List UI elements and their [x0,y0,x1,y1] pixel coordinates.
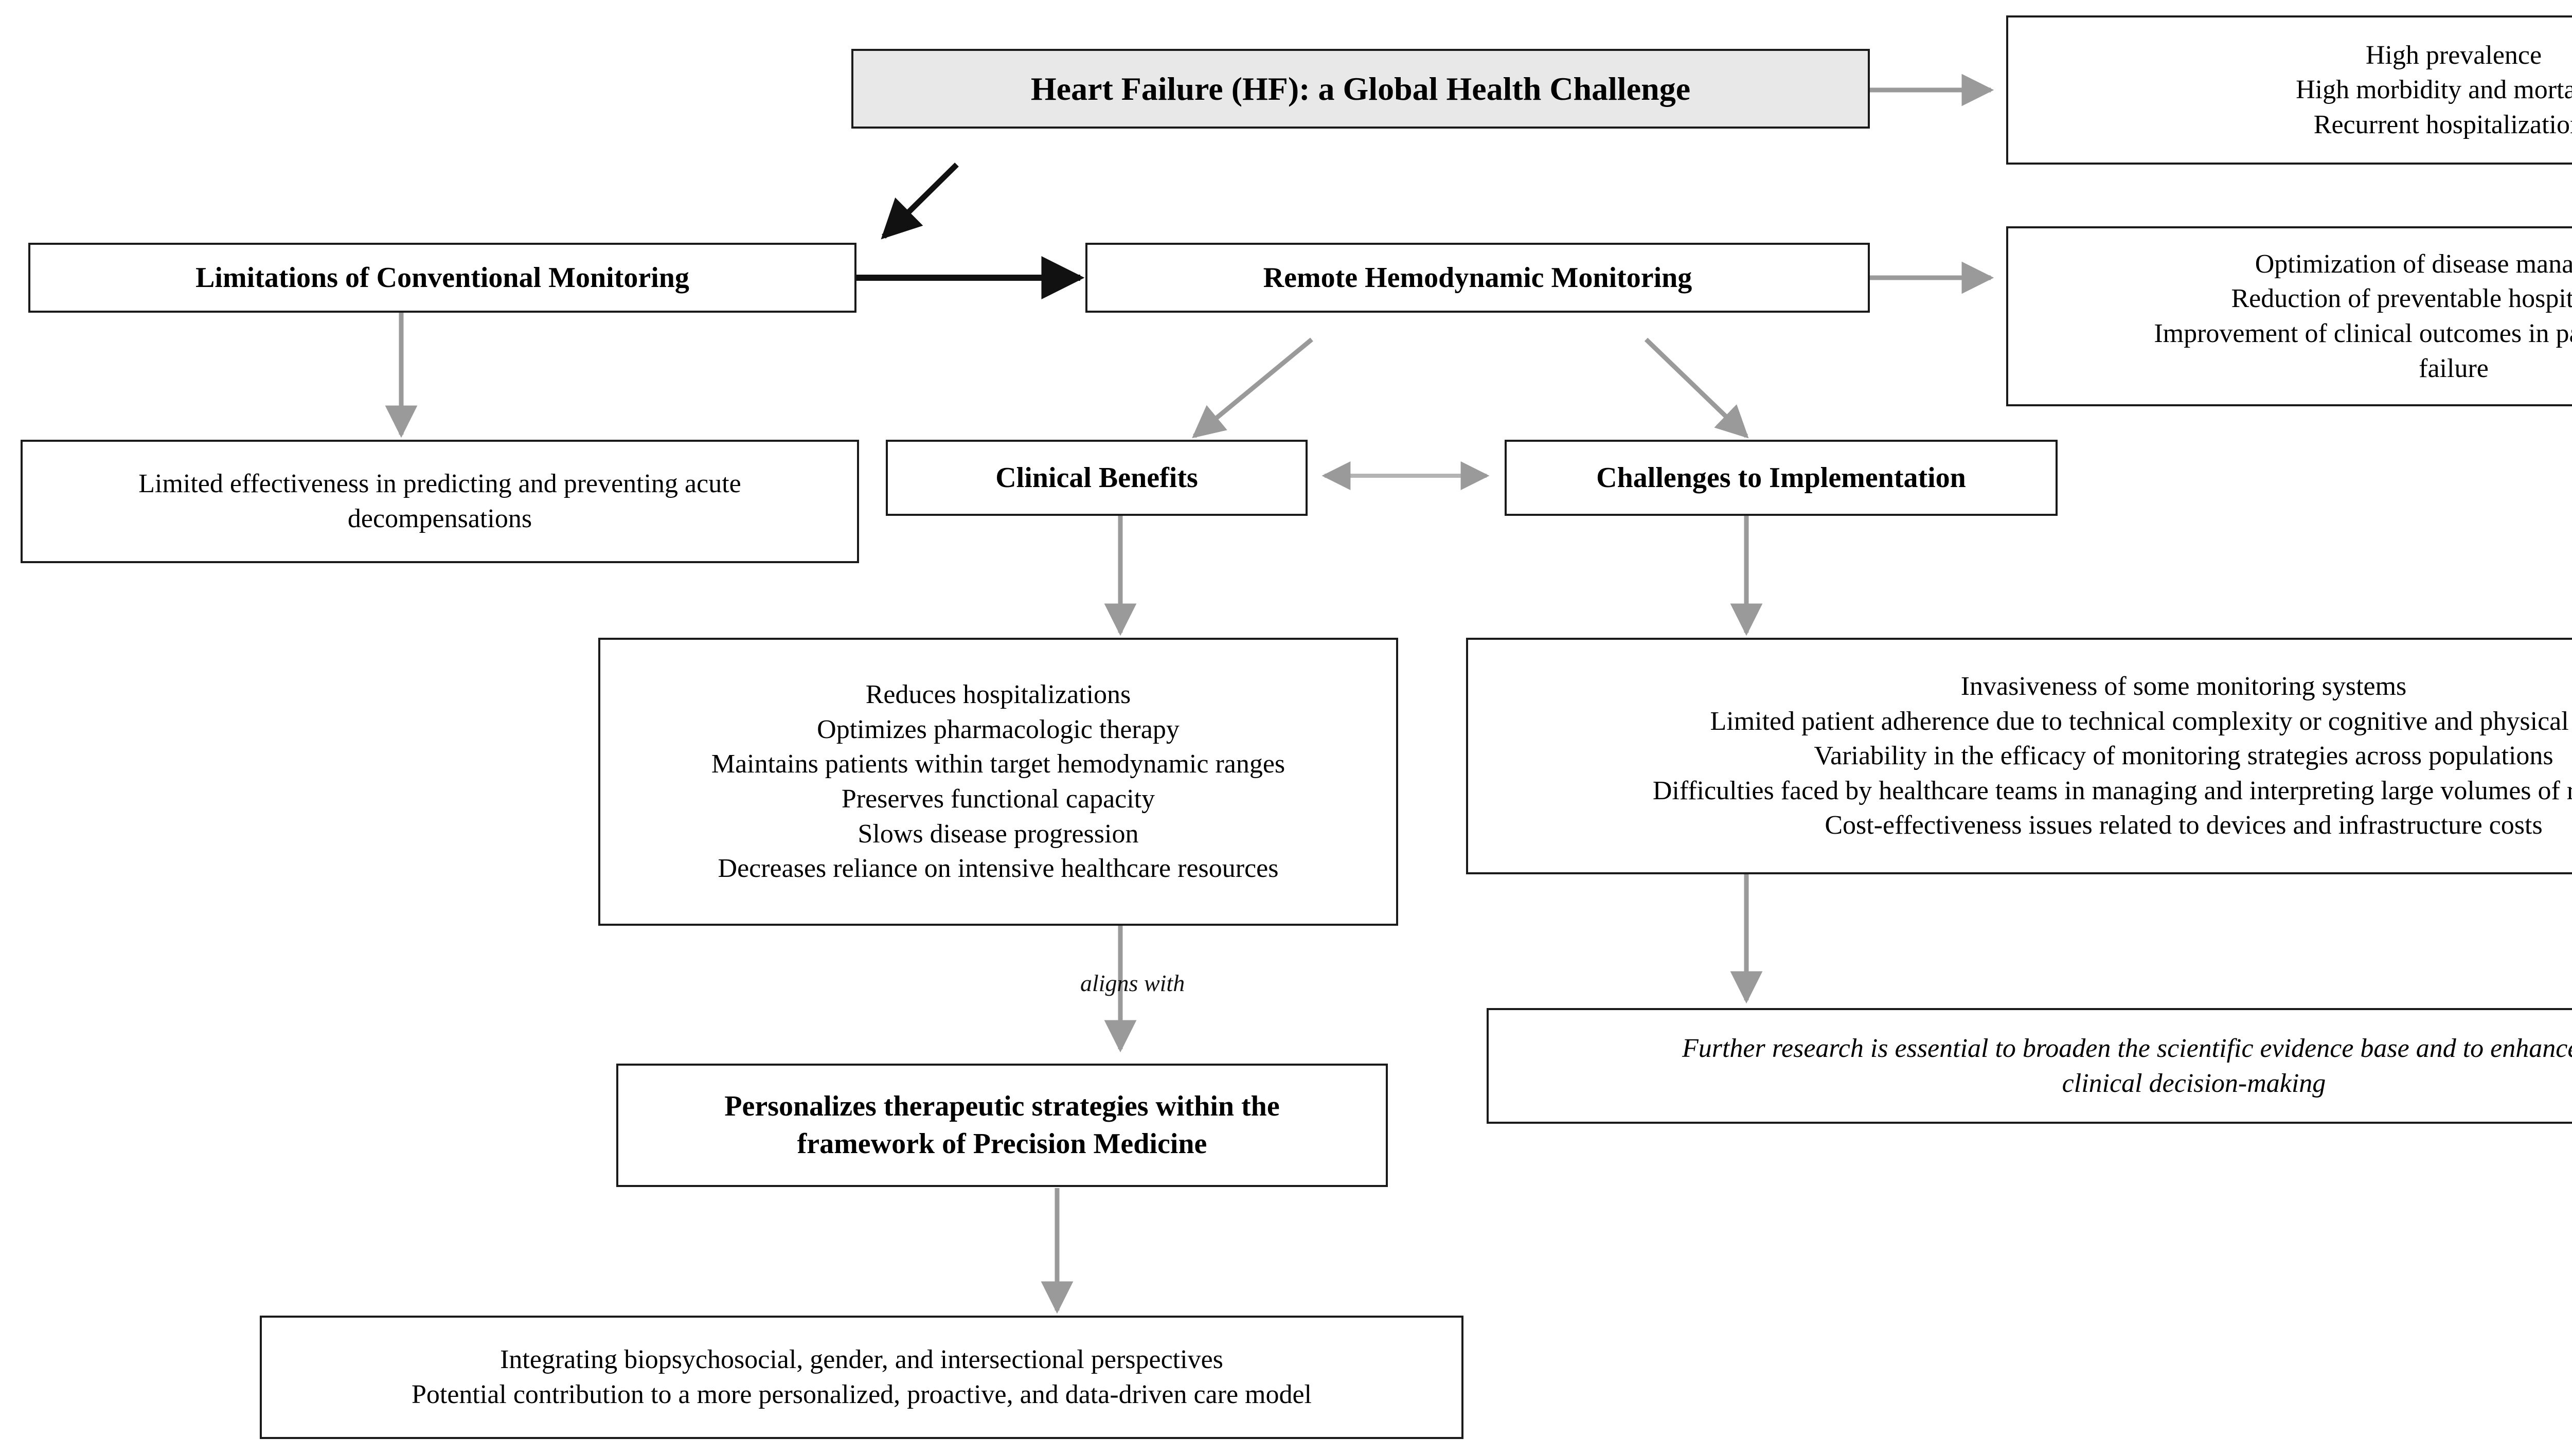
node-title[interactable]: Heart Failure (HF): a Global Health Chal… [851,49,1870,129]
node-precision-medicine-line-1: Personalizes therapeutic strategies with… [724,1090,1280,1123]
node-benefits-list-line-3: Maintains patients within target hemodyn… [711,749,1285,779]
edge-title-to-limitations [881,163,959,240]
node-benefits-list-line-5: Slows disease progression [858,819,1139,849]
node-care-model[interactable]: Integrating biopsychosocial, gender, and… [260,1316,1463,1439]
node-monitoring-outcomes-line-4: failure [2419,353,2489,383]
node-limited-effectiveness-line-1: Limited effectiveness in predicting and … [138,469,741,499]
node-monitoring-outcomes-line-3: Improvement of clinical outcomes in pati… [2154,319,2572,348]
node-clinical-benefits-label: Clinical Benefits [995,461,1198,494]
node-limitations-label: Limitations of Conventional Monitoring [195,261,689,294]
node-precision-medicine-line-2: framework of Precision Medicine [797,1128,1207,1160]
node-challenges-list-line-2: Limited patient adherence due to technic… [1710,706,2572,736]
node-title-label: Heart Failure (HF): a Global Health Chal… [1030,70,1691,107]
edge-remote-to-clinical-benefits [1192,337,1313,439]
node-monitoring-outcomes[interactable]: Optimization of disease management Reduc… [2006,226,2572,406]
node-challenges[interactable]: Challenges to Implementation [1505,440,2058,516]
node-hf-consequences-line-3: Recurrent hospitalizations [2313,110,2572,139]
node-benefits-list-line-4: Preserves functional capacity [841,784,1155,814]
node-limitations[interactable]: Limitations of Conventional Monitoring [28,243,856,313]
node-clinical-benefits[interactable]: Clinical Benefits [886,440,1308,516]
edge-remote-to-challenges [1644,337,1749,439]
node-monitoring-outcomes-line-1: Optimization of disease management [2255,249,2572,279]
node-care-model-line-2: Potential contribution to a more persona… [411,1380,1312,1409]
node-hf-consequences-line-1: High prevalence [2365,40,2542,70]
node-monitoring-outcomes-line-2: Reduction of preventable hospitalization… [2231,284,2572,314]
node-further-research-line-1: Further research is essential to broaden… [1682,1033,2572,1063]
node-remote-monitoring-label: Remote Hemodynamic Monitoring [1263,261,1692,294]
node-further-research-line-2: clinical decision-making [2062,1068,2326,1098]
edge-label-aligns-with: aligns with [1080,970,1185,996]
node-limited-effectiveness-line-2: decompensations [347,504,532,533]
node-benefits-list[interactable]: Reduces hospitalizations Optimizes pharm… [598,638,1398,926]
node-challenges-label: Challenges to Implementation [1596,461,1966,494]
node-further-research[interactable]: Further research is essential to broaden… [1487,1008,2572,1124]
node-challenges-list-line-3: Variability in the efficacy of monitorin… [1814,741,2553,771]
node-challenges-list-line-4: Difficulties faced by healthcare teams i… [1652,776,2572,805]
node-benefits-list-line-6: Decreases reliance on intensive healthca… [718,854,1279,884]
node-hf-consequences-line-2: High morbidity and mortality [2296,75,2572,105]
node-challenges-list-line-5: Cost-effectiveness issues related to dev… [1825,811,2543,840]
node-challenges-list[interactable]: Invasiveness of some monitoring systems … [1466,638,2572,874]
node-challenges-list-line-1: Invasiveness of some monitoring systems [1960,672,2407,702]
node-limited-effectiveness[interactable]: Limited effectiveness in predicting and … [21,440,859,563]
node-remote-monitoring[interactable]: Remote Hemodynamic Monitoring [1085,243,1870,313]
node-precision-medicine[interactable]: Personalizes therapeutic strategies with… [616,1064,1388,1187]
node-benefits-list-line-2: Optimizes pharmacologic therapy [817,714,1180,744]
node-benefits-list-line-1: Reduces hospitalizations [865,680,1131,710]
node-care-model-line-1: Integrating biopsychosocial, gender, and… [500,1345,1223,1375]
node-hf-consequences[interactable]: High prevalence High morbidity and morta… [2006,15,2572,165]
